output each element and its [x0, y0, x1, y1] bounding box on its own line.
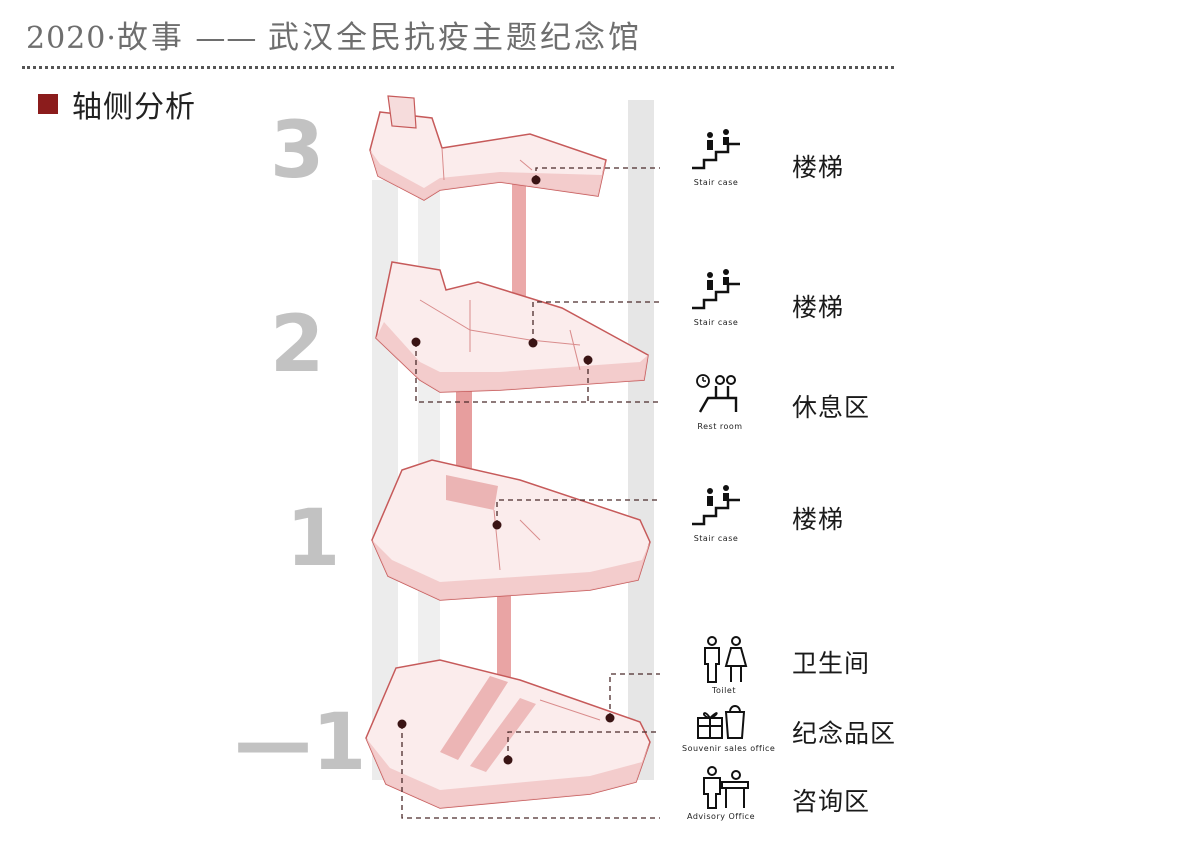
section-label: 轴侧分析 — [72, 90, 196, 125]
title-subject: 武汉全民抗疫主题纪念馆 — [267, 20, 642, 56]
legend-label-4: 楼梯 — [792, 505, 845, 534]
floor-number-1: 1 — [286, 494, 341, 584]
legend-label-5: 卫生间 — [792, 649, 871, 678]
legend-caption-1: Stair case — [693, 178, 739, 187]
staircase-icon — [690, 128, 742, 172]
section-heading: 轴侧分析 — [38, 82, 196, 126]
toilet-icon — [700, 636, 748, 684]
legend-caption-3: Rest room — [697, 422, 743, 431]
floor-number-2: 2 — [270, 300, 325, 390]
advisory-icon — [698, 766, 750, 810]
rest-room-icon — [694, 372, 740, 418]
legend-caption-7: Advisory Office — [687, 812, 755, 821]
dotted-divider — [22, 66, 894, 69]
legend-label-6: 纪念品区 — [792, 719, 897, 748]
legend-caption-6: Souvenir sales office — [682, 744, 776, 753]
souvenir-icon — [696, 700, 748, 740]
legend-label-1: 楼梯 — [792, 153, 845, 182]
title-story: 故事 — [116, 20, 185, 56]
marker-dots — [397, 175, 615, 765]
column-right — [628, 100, 654, 780]
leader-lines — [401, 167, 660, 819]
legend-caption-2: Stair case — [693, 318, 739, 327]
floor-number-3: 3 — [270, 106, 325, 196]
legend-caption-5: Toilet — [712, 686, 736, 695]
legend-label-3: 休息区 — [792, 393, 871, 422]
floor-b1-plan — [365, 659, 651, 809]
floor-1-plan — [371, 459, 651, 601]
section-bullet-square — [38, 94, 58, 114]
legend-label-2: 楼梯 — [792, 293, 845, 322]
floor-2-plan — [375, 261, 649, 393]
staircase-icon — [690, 268, 742, 312]
title-dash: —— — [184, 21, 268, 56]
floor-number-b1: —1 — [234, 698, 367, 788]
page-title: 2020·故事 —— 武汉全民抗疫主题纪念馆 — [26, 12, 642, 57]
legend-label-7: 咨询区 — [792, 787, 871, 816]
staircase-icon — [690, 484, 742, 528]
title-year: 2020· — [26, 21, 117, 56]
legend-caption-4: Stair case — [693, 534, 739, 543]
floor-3-plan — [369, 95, 607, 201]
